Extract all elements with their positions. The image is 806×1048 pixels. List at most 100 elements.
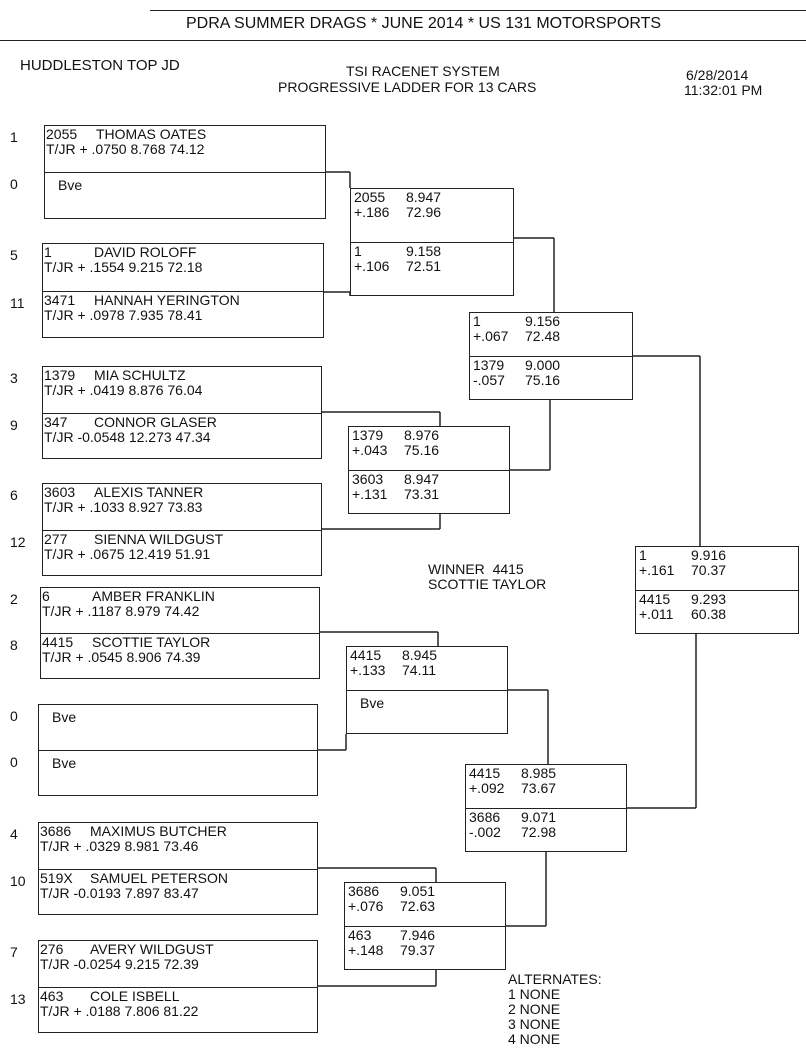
car-number: 1379 (352, 427, 384, 443)
car-number: 463 (40, 987, 64, 1004)
speed-mph: 75.16 (404, 442, 440, 458)
bye-text: Bve (52, 709, 77, 725)
racer-line-2: T/JR -0.0193 7.897 83.47 (40, 884, 228, 901)
speed-mph: 70.37 (691, 562, 727, 578)
match-divider (41, 633, 319, 634)
seed-number: 4 (10, 826, 18, 842)
reaction-time: + .1187 (75, 603, 122, 619)
reaction-time: +.106 (354, 258, 390, 274)
elapsed-time: 9.916 (691, 547, 727, 563)
class-code: T/JR (44, 499, 74, 515)
result-box (465, 764, 627, 852)
car-number: 1379 (473, 357, 505, 373)
speed-mph: 60.38 (691, 606, 727, 622)
result-box (344, 882, 506, 970)
match-box (38, 940, 318, 1033)
reaction-time: +.131 (352, 486, 388, 502)
speed-mph: 72.39 (163, 956, 199, 972)
speed-mph: 74.42 (164, 603, 200, 619)
match-divider (39, 868, 317, 870)
alternate-item: 1 NONE (508, 986, 561, 1002)
match-divider (39, 986, 317, 988)
reaction-time: +.076 (348, 898, 384, 914)
seed-number: 7 (10, 944, 18, 960)
class-code: T/JR (42, 649, 72, 665)
class-code: T/JR (44, 545, 74, 562)
class-code: T/JR (46, 141, 76, 157)
match-divider (43, 412, 321, 414)
reaction-time: +.148 (348, 942, 384, 958)
class-code: T/JR (40, 1002, 70, 1019)
seed-number: 0 (10, 176, 18, 192)
class-code: T/JR (40, 838, 70, 854)
elapsed-time: 8.979 (125, 603, 161, 619)
speed-mph: 72.18 (167, 259, 203, 275)
speed-mph: 74.11 (402, 662, 436, 678)
car-number: 277 (44, 530, 68, 547)
reaction-time: + .1033 (77, 499, 125, 515)
car-number: 276 (40, 941, 64, 957)
racer-name: AMBER FRANKLIN (92, 588, 215, 604)
car-number: 2055 (354, 189, 386, 205)
speed-mph: 78.41 (167, 306, 203, 323)
reaction-time: + .0750 (79, 141, 127, 157)
racer-name: HANNAH YERINGTON (94, 291, 240, 308)
elapsed-time: 9.158 (406, 243, 442, 259)
seed-number: 9 (10, 416, 18, 433)
racer-name: MAXIMUS BUTCHER (90, 823, 227, 839)
speed-mph: 73.31 (404, 486, 440, 502)
racer-name: MIA SCHULTZ (94, 367, 186, 383)
reaction-time: -0.0193 (73, 884, 121, 901)
result-divider (470, 356, 632, 357)
bye-label: Bve (350, 696, 384, 711)
bye-entry: Bve (46, 174, 82, 193)
result-divider (345, 926, 505, 927)
bye-label: Bve (46, 178, 82, 193)
car-number: 3686 (469, 809, 501, 825)
elapsed-time: 9.051 (400, 883, 436, 899)
elapsed-time: 8.906 (126, 649, 162, 665)
reaction-time: +.043 (352, 442, 388, 458)
elapsed-time: 8.945 (402, 647, 438, 663)
elapsed-time: 9.071 (521, 809, 557, 825)
car-number: 3471 (44, 291, 76, 308)
report-date: 6/28/2014 (686, 67, 749, 83)
seed-number: 12 (10, 533, 26, 550)
class-code: T/JR (44, 259, 74, 275)
elapsed-time: 9.215 (128, 259, 164, 275)
elapsed-time: 8.947 (406, 189, 442, 205)
bye-text: Bve (360, 695, 385, 711)
elapsed-time: 12.419 (128, 545, 172, 562)
reaction-time: + .0188 (73, 1002, 121, 1019)
speed-mph: 72.63 (400, 898, 436, 914)
match-box (38, 704, 318, 796)
reaction-time: + .0329 (73, 838, 121, 854)
